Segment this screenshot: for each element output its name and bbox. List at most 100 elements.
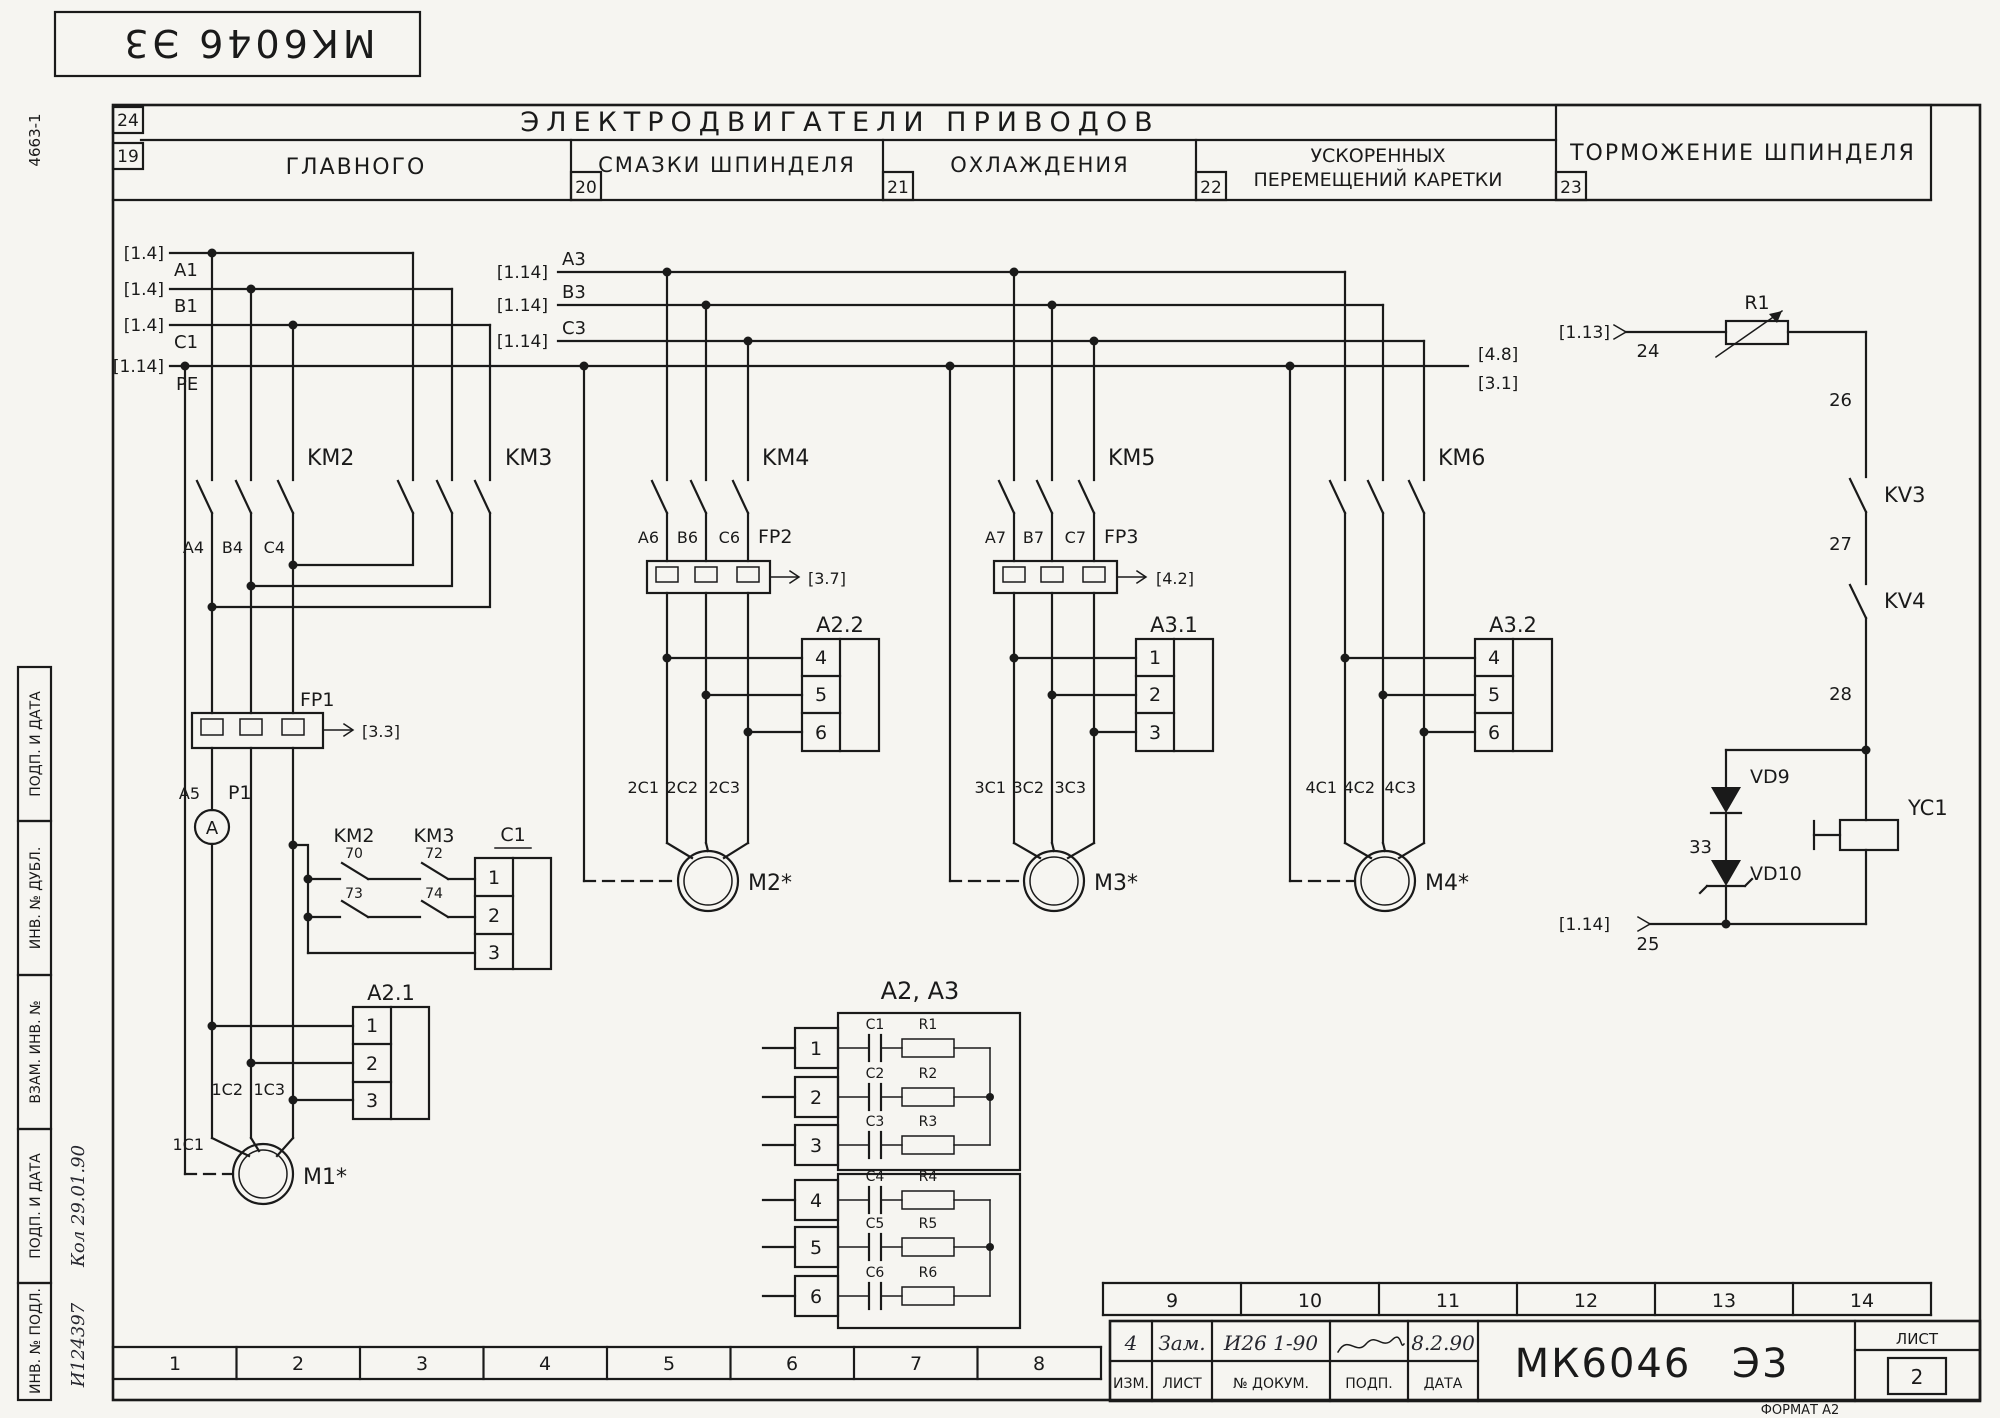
rev-list-value: Зам. — [1158, 1331, 1205, 1355]
rc-terminal-6: 6 — [810, 1286, 822, 1308]
aux-km2-label: KM2 — [334, 825, 375, 847]
ref-3-1: [3.1] — [1478, 374, 1518, 394]
aux-pin-73: 73 — [345, 886, 363, 902]
c1-terminal-1: 1 — [488, 867, 500, 889]
fp3-label: FP3 — [1104, 526, 1138, 548]
rc-r2-label: R2 — [919, 1066, 938, 1082]
wire-2c1: 2C1 — [627, 778, 659, 797]
ref-c1: [1.4] — [124, 316, 164, 336]
a31-terminal-1: 1 — [1149, 647, 1161, 669]
a21-terminal-3: 3 — [366, 1090, 378, 1112]
yc1-label: YC1 — [1907, 796, 1948, 820]
ref-4-8: [4.8] — [1478, 345, 1518, 365]
rc-row-5: 5 C5 R5 — [761, 1216, 991, 1269]
block-a22-label: A2.2 — [816, 613, 864, 637]
column-rapid-line1: УСКОРЕННЫХ — [1310, 145, 1445, 167]
rail-c1-label: C1 — [174, 332, 198, 353]
rc-row-3: 3 C3 R3 — [761, 1114, 991, 1167]
terminal-block-a31: A3.1 1 2 3 — [1009, 591, 1215, 845]
top-left-stamp: МК6046 Э3 — [53, 10, 422, 78]
ammeter-p1: A A5 P1 — [179, 746, 295, 1140]
title-block: 4 Зам. И26 1-90 8.2.90 ИЗМ. ЛИСТ № ДОКУМ… — [1108, 1319, 1982, 1403]
wire-b6: B6 — [677, 528, 698, 547]
wire-a7: A7 — [985, 528, 1006, 547]
km4-label: KM4 — [762, 446, 809, 471]
zone-strip-2: 2 — [292, 1353, 304, 1375]
ref-c3: [1.14] — [497, 332, 548, 352]
fp1-ref: [3.3] — [362, 722, 400, 741]
brake-ref-out: [1.14] — [1559, 915, 1610, 935]
thermal-relay-fp2: FP2 [3.7] — [645, 526, 846, 595]
block-a31-label: A3.1 — [1150, 613, 1198, 637]
brake-node-26: 26 — [1829, 390, 1852, 411]
zone-strip-5: 5 — [663, 1353, 675, 1375]
aux-contact-circuit: KM2 KM3 70 72 73 74 — [288, 825, 477, 955]
wire-3c1: 3C1 — [974, 778, 1006, 797]
thermal-relay-fp3: FP3 [4.2] — [992, 526, 1194, 595]
a22-terminal-6: 6 — [815, 722, 827, 744]
a31-terminal-2: 2 — [1149, 684, 1161, 706]
rc-r6-label: R6 — [919, 1265, 938, 1281]
aux-pin-70: 70 — [345, 846, 363, 862]
wire-4c2: 4C2 — [1343, 778, 1375, 797]
rc-r1-label: R1 — [919, 1017, 938, 1033]
wire-c6: C6 — [719, 528, 740, 547]
wire-a4: A4 — [183, 538, 204, 557]
fp2-label: FP2 — [758, 526, 792, 548]
sheet-frame — [111, 103, 1982, 1402]
power-rails: [1.4] A1 [1.4] B1 [1.4] C1 [1.14] PE [1.… — [113, 244, 1518, 395]
rc-c5-label: C5 — [866, 1216, 885, 1232]
motor-m4: 4C1 4C2 4C3 M4* — [1305, 778, 1469, 913]
rc-terminal-3: 3 — [810, 1135, 822, 1157]
zone-24: 24 — [117, 111, 139, 131]
handwritten-inventory-number: И124397 — [68, 1302, 89, 1388]
a22-terminal-5: 5 — [815, 684, 827, 706]
brake-circuit: [1.13] 24 R1 26 KV3 27 KV4 28 YC1 VD9 33 — [1559, 292, 1948, 955]
aux-pin-72: 72 — [425, 846, 443, 862]
wire-b4: B4 — [222, 538, 243, 557]
rc-c2-label: C2 — [866, 1066, 885, 1082]
a21-terminal-1: 1 — [366, 1015, 378, 1037]
wire-1c3: 1C3 — [253, 1080, 285, 1099]
c1-terminal-3: 3 — [488, 942, 500, 964]
wire-a6: A6 — [638, 528, 659, 547]
zone-23: 23 — [1560, 178, 1582, 198]
brake-ref-in: [1.13] — [1559, 323, 1610, 343]
rail-c3-label: C3 — [562, 318, 586, 339]
a22-terminal-4: 4 — [815, 647, 827, 669]
zone-strip-8: 8 — [1033, 1353, 1045, 1375]
terminal-block-a32: A3.2 4 5 6 — [1340, 613, 1554, 753]
rc-terminal-4: 4 — [810, 1190, 822, 1212]
km6-label: KM6 — [1438, 446, 1485, 471]
contactor-km4: KM4 A6 B6 C6 — [638, 270, 809, 563]
zone-strip-7: 7 — [910, 1353, 922, 1375]
stamp-podp-data-2: ПОДП. И ДАТА — [28, 1153, 44, 1259]
rc-row-4: 4 C4 R4 — [761, 1169, 991, 1222]
motor-m3-label: M3* — [1094, 871, 1138, 896]
rc-r4-label: R4 — [919, 1169, 938, 1185]
rc-c1-label: C1 — [866, 1017, 885, 1033]
rev-doc-value: И26 1-90 — [1223, 1331, 1318, 1355]
wire-4c3: 4C3 — [1384, 778, 1416, 797]
rev-date-value: 8.2.90 — [1411, 1331, 1475, 1355]
brake-node-27: 27 — [1829, 534, 1852, 555]
wire-1c2: 1C2 — [211, 1080, 243, 1099]
wire-c7: C7 — [1065, 528, 1086, 547]
label-izm: ИЗМ. — [1113, 1376, 1149, 1392]
rail-pe-label: PE — [176, 374, 198, 395]
rc-r3-label: R3 — [919, 1114, 938, 1130]
kv3-label: KV3 — [1884, 483, 1926, 507]
motor-m1: 1C1 1C2 1C3 M1* — [172, 1080, 347, 1206]
motor-m2: 2C1 2C2 2C3 M2* — [627, 778, 792, 913]
aux-pin-74: 74 — [425, 886, 443, 902]
rc-row-6: 6 C6 R6 — [761, 1265, 991, 1318]
handwritten-date-entry: Кол 29.01.90 — [68, 1145, 89, 1268]
rail-a3-label: A3 — [562, 249, 586, 270]
vd9-label: VD9 — [1750, 766, 1790, 788]
wire-4c1: 4C1 — [1305, 778, 1337, 797]
rc-c3-label: C3 — [866, 1114, 885, 1130]
rev-signature — [1336, 1336, 1406, 1354]
zone-strip-10: 10 — [1298, 1290, 1322, 1312]
